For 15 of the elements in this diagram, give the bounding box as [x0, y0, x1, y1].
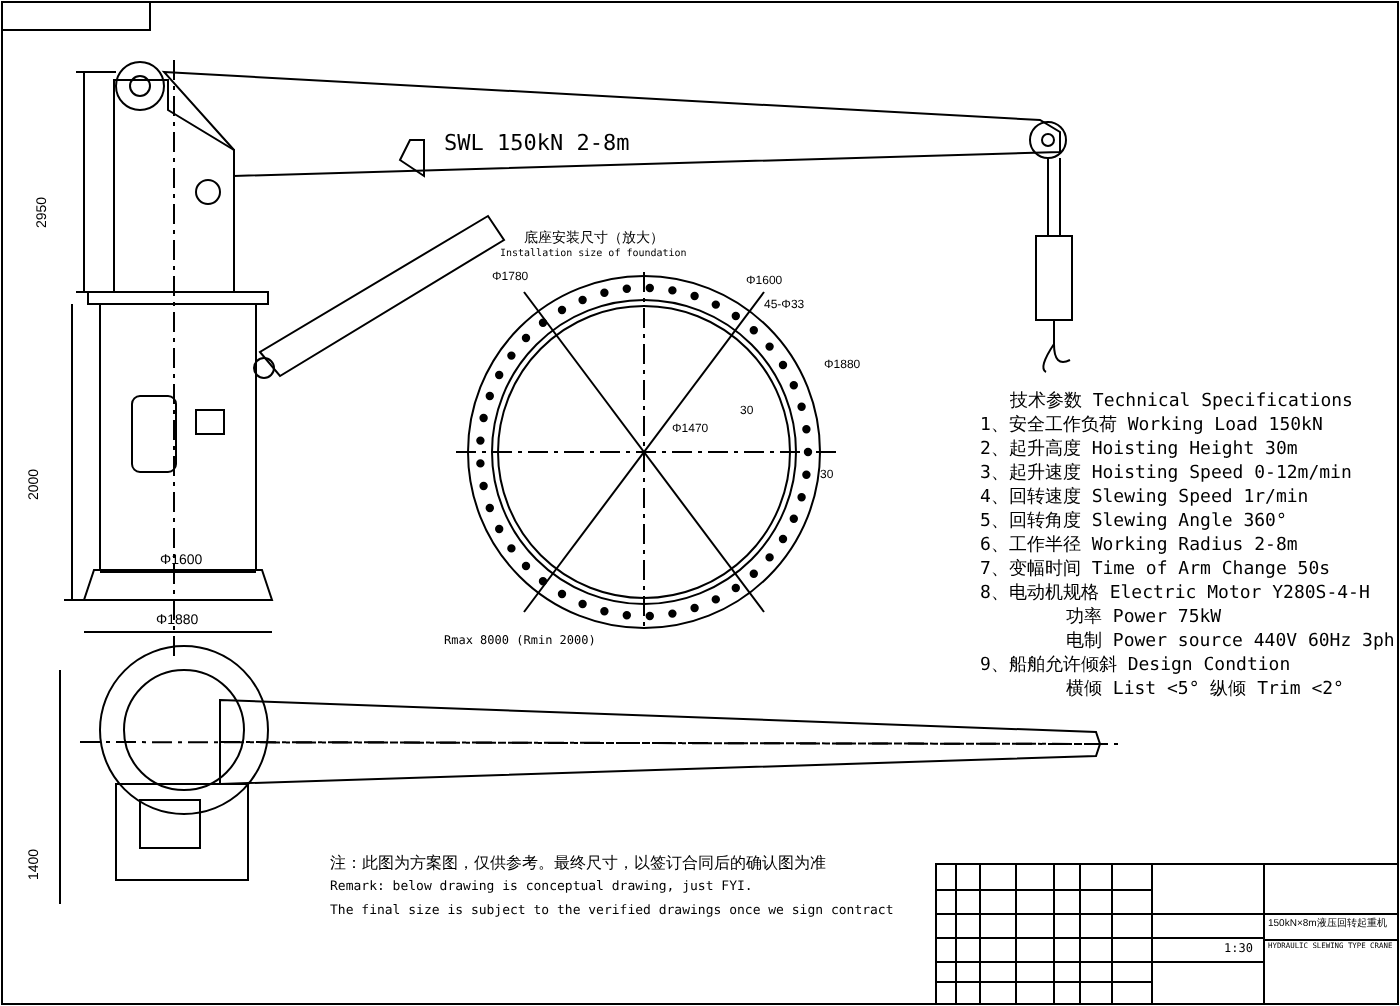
specification-item: 横倾 List <5° 纵倾 Trim <2° — [1066, 682, 1344, 700]
specification-item: 7、变幅时间 Time of Arm Change 50s — [980, 562, 1331, 580]
specification-item: 6、工作半径 Working Radius 2-8m — [980, 538, 1298, 556]
specification-item: 8、电动机规格 Electric Motor Y280S-4-H — [980, 586, 1370, 604]
specification-item: 2、起升高度 Hoisting Height 30m — [980, 442, 1298, 460]
specification-item: 电制 Power source 440V 60Hz 3ph — [1066, 634, 1395, 652]
specification-item: 4、回转速度 Slewing Speed 1r/min — [980, 490, 1309, 508]
note-text: 注：此图为方案图，仅供参考。最终尺寸，以签订合同后的确认图为准 — [330, 856, 826, 872]
specification-item: 3、起升速度 Hoisting Speed 0-12m/min — [980, 466, 1352, 484]
specification-item: 功率 Power 75kW — [1066, 610, 1222, 628]
specification-item: 9、船舶允许倾斜 Design Condtion — [980, 658, 1291, 676]
specification-item: 5、回转角度 Slewing Angle 360° — [980, 514, 1287, 532]
crane-load-rating: SWL 150kN 2-8m — [444, 132, 630, 154]
specification-item: 1、安全工作负荷 Working Load 150kN — [980, 418, 1323, 436]
specifications-heading: 技术参数 Technical Specifications — [1010, 394, 1353, 412]
